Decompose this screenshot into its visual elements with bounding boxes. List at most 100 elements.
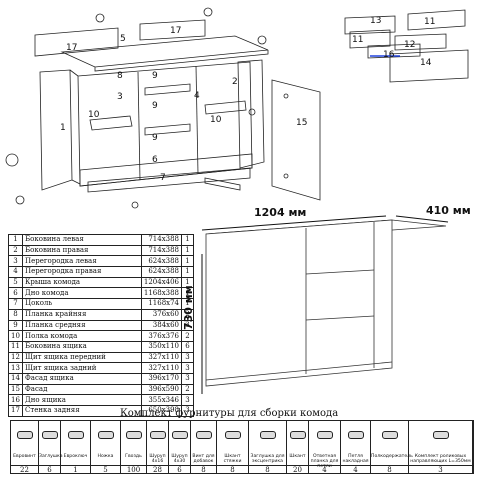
part-number: 13 [8,362,23,374]
svg-text:11: 11 [424,17,435,27]
part-name: Боковина правая [22,244,142,257]
hardware-label: Евроключ [63,454,88,459]
hardware-qty: 8 [249,465,286,474]
svg-text:11: 11 [352,35,363,45]
hardware-qty: 3 [409,465,472,474]
part-name: Дно комода [22,287,142,300]
part-number: 2 [8,244,23,257]
part-number: 11 [8,340,23,353]
drawer-slide-icon [433,431,449,439]
width-dimension: 1204 мм [254,206,307,219]
cap-icon [42,431,58,439]
hardware-kit-title: Комплект фурнитуры для сборки комода [120,408,339,419]
hardware-label: Винт для добавок [192,454,215,464]
part-name: Боковина ящика [22,340,142,353]
assembled-dresser-figure [201,215,449,394]
bolt-icon [196,431,212,439]
part-qty: 3 [181,319,194,332]
hardware-label: Шуруп 4х30 [171,454,188,464]
svg-text:17: 17 [66,43,77,53]
part-qty: 6 [181,340,194,353]
hardware-label: Шкант стяжки [223,454,242,464]
part-number: 1 [8,234,23,246]
part-size: 1168x388 [140,287,183,300]
part-size: 327x110 [140,351,183,364]
top-panel-5 [60,35,269,72]
part-name: Фасад ящика [22,372,142,385]
part-name: Перегородка правая [22,266,142,278]
part-size: 714x388 [140,244,183,257]
part-name: Щит ящика передний [22,351,142,364]
hardware-label: Шкант [289,454,306,459]
part-size: 327x110 [140,362,183,374]
svg-text:5: 5 [120,34,126,44]
svg-text:10: 10 [88,110,100,120]
svg-text:15: 15 [296,118,307,128]
svg-text:1: 1 [60,123,66,133]
plinth-7 [87,167,251,193]
hardware-label: Полкодержатель [371,454,413,459]
back-panel-17-left [34,27,119,57]
part-name: Боковина левая [22,234,142,246]
part-size: 384x60 [140,319,183,332]
part-name: Крыша комода [22,276,142,289]
carcass-body [77,61,253,187]
hardware-label: Заглушка [39,454,63,459]
part-qty: 1 [181,244,194,257]
part-size: 396x590 [140,383,183,396]
part-number: 12 [8,351,23,364]
hardware-label: Шуруп 4х16 [149,454,166,464]
part-size: 650x398 [140,405,183,417]
svg-text:9: 9 [152,101,158,111]
dresser-body [205,219,447,387]
nail-icon [126,431,142,439]
hinge-plate-icon [317,431,333,439]
part-number: 14 [8,372,23,385]
part-size: 1168x74 [140,298,183,310]
part-qty: 1 [181,276,194,289]
shelf-support-icon [382,431,398,439]
svg-text:6: 6 [152,155,158,165]
hardware-item: Шкант 20 [287,421,309,474]
part-name: Планка крайняя [22,308,142,321]
drawer-exploded [344,9,469,83]
svg-text:8: 8 [117,71,123,81]
hardware-label: Заглушка для эксцентрика [250,454,285,464]
svg-text:2: 2 [232,77,238,87]
part-qty: 3 [181,372,194,385]
hardware-qty: 5 [91,465,120,474]
part-number: 3 [8,255,23,268]
svg-text:17: 17 [170,26,181,36]
hardware-qty: 20 [287,465,308,474]
part-size: 1204x406 [140,276,183,289]
part-name: Перегородка левая [22,255,142,268]
hardware-label: Петля накладная [342,454,369,464]
part-qty: 2 [181,308,194,321]
side-panel-left [39,69,81,191]
part-name: Полка комода [22,330,142,342]
euroscrew-icon [17,431,33,439]
side-panel-right [237,59,265,169]
screw-short-icon [150,431,166,439]
part-size: 714x388 [140,234,183,246]
